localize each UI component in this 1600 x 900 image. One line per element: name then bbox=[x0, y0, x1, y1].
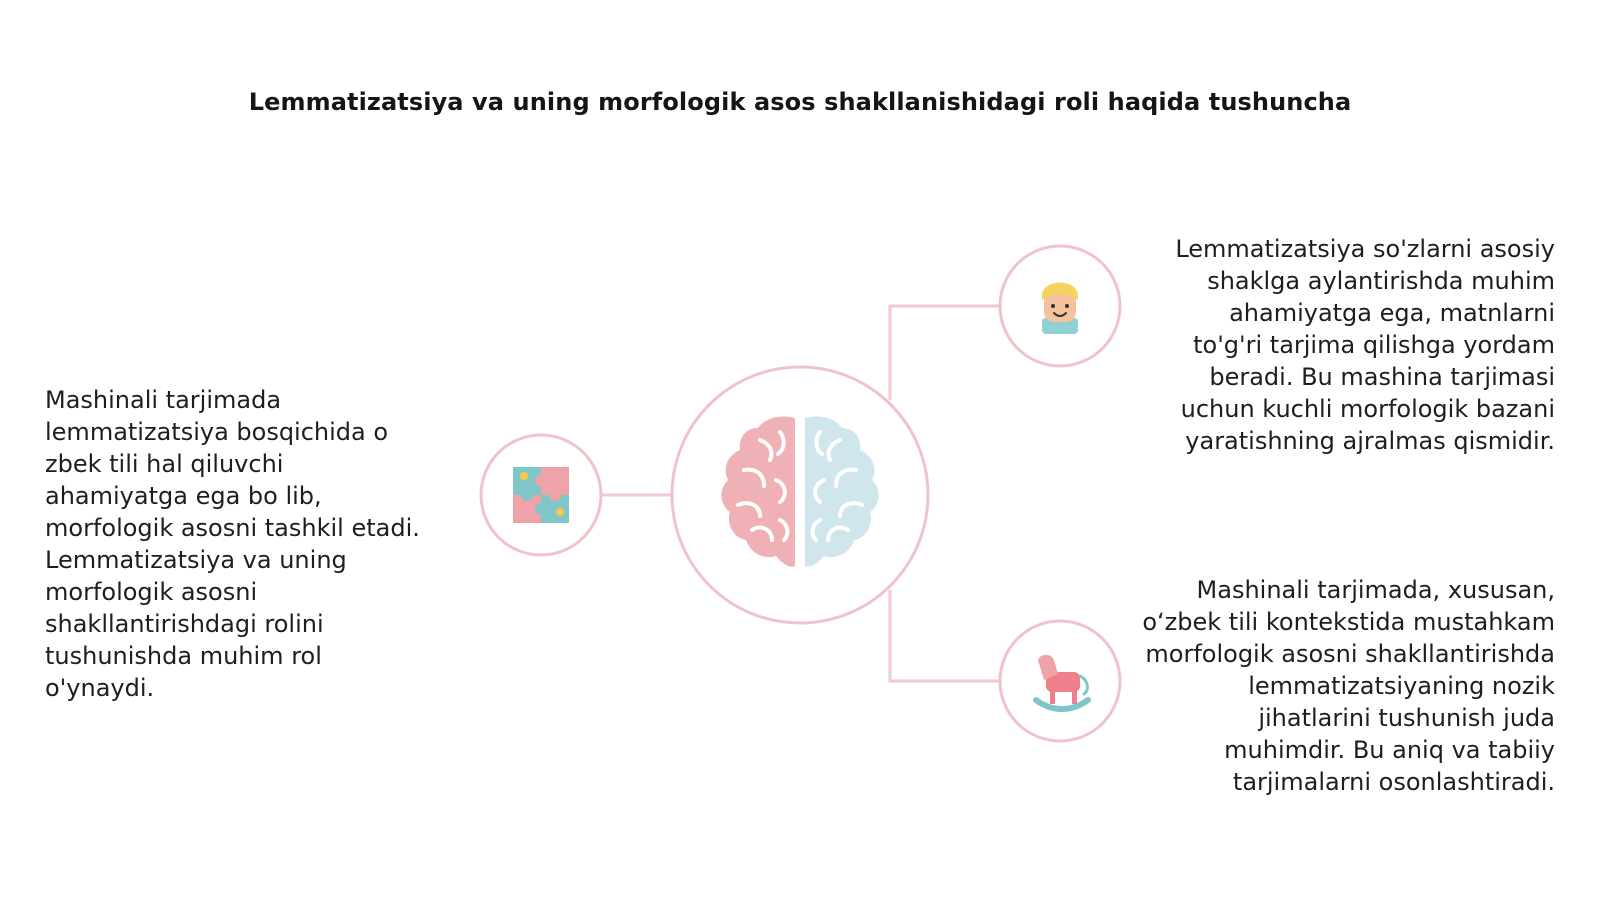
child-face-icon bbox=[1042, 282, 1078, 334]
right-top-node-text: Lemmatizatsiya so'zlarni asosiy shaklga … bbox=[1175, 235, 1555, 455]
puzzle-icon bbox=[513, 467, 569, 523]
page-title: Lemmatizatsiya va uning morfologik asos … bbox=[248, 88, 1352, 116]
connectors bbox=[602, 304, 1000, 683]
brain-icon bbox=[721, 416, 879, 567]
left-node-text: Mashinali tarjimada lemmatizatsiya bosqi… bbox=[45, 386, 420, 702]
connector-right-bottom bbox=[888, 590, 1000, 683]
left-node bbox=[479, 433, 603, 557]
right-bottom-node-text: Mashinali tarjimada, xususan, o‘zbek til… bbox=[1142, 576, 1555, 796]
center-node bbox=[670, 365, 930, 625]
rocking-horse-icon bbox=[1033, 654, 1091, 712]
center-circle bbox=[670, 365, 930, 625]
right-bottom-node bbox=[998, 619, 1122, 743]
right-top-node bbox=[998, 244, 1122, 368]
connector-right-top bbox=[888, 304, 1000, 400]
